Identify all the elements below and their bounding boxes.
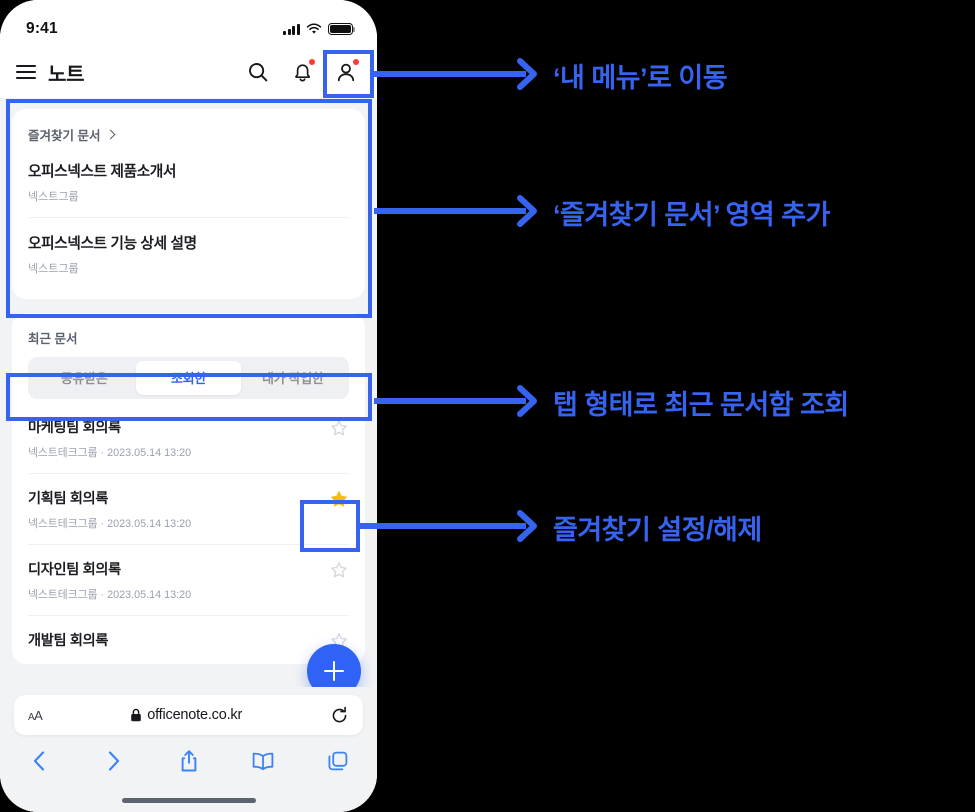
- phone-screen: 9:41 노트: [0, 0, 377, 812]
- annotation-label-4: 즐겨찾기 설정/해제: [553, 515, 762, 545]
- annotation-arrow-1: [374, 58, 537, 90]
- document-info: 마케팅팀 회의록 넥스트테크그룹 · 2023.05.14 13:20: [28, 417, 329, 460]
- notification-badge: [308, 59, 315, 66]
- notifications-button[interactable]: [289, 59, 315, 85]
- url-display[interactable]: officenote.co.kr: [42, 707, 330, 723]
- status-icons: [283, 22, 356, 36]
- document-title: 마케팅팀 회의록: [28, 420, 121, 436]
- annotation-arrow-3: [374, 385, 537, 417]
- favorite-item-title: 오피스넥스트 제품소개서: [28, 164, 177, 180]
- back-button[interactable]: [24, 747, 54, 775]
- annotation-label-3: 탭 형태로 최근 문서함 조회: [553, 390, 849, 420]
- profile-button[interactable]: [333, 59, 359, 85]
- lock-icon: [131, 708, 142, 722]
- list-item[interactable]: 마케팅팀 회의록 넥스트테크그룹 · 2023.05.14 13:20: [28, 403, 349, 473]
- favorites-section-label: 즐겨찾기 문서: [28, 129, 101, 143]
- annotation-label-2: ‘즐겨찾기 문서’ 영역 추가: [553, 200, 830, 230]
- chevron-right-icon: [106, 129, 116, 139]
- chevron-right-icon: [108, 751, 119, 771]
- document-info: 기획팀 회의록 넥스트테크그룹 · 2023.05.14 13:20: [28, 488, 329, 531]
- document-info: 개발팀 회의록: [28, 630, 329, 650]
- reload-icon[interactable]: [330, 706, 349, 725]
- annotation-label-1: ‘내 메뉴’로 이동: [553, 63, 728, 93]
- document-subtitle: 넥스트테크그룹 · 2023.05.14 13:20: [28, 589, 192, 601]
- tab-shared[interactable]: 공유받은: [60, 371, 108, 386]
- chevron-left-icon: [33, 751, 45, 771]
- recent-documents-card: 최근 문서 공유받은 조회한 내가 작업한 마케팅팀 회의록 넥스트테크그룹 ·…: [12, 313, 365, 664]
- tab-viewed[interactable]: 조회한: [136, 361, 241, 395]
- tabs-icon: [328, 751, 348, 771]
- book-icon: [252, 752, 274, 771]
- bell-icon: [294, 64, 310, 82]
- tabs-button[interactable]: [323, 747, 353, 775]
- cellular-bars-icon: [283, 23, 300, 35]
- url-bar[interactable]: AA officenote.co.kr: [14, 695, 363, 735]
- favorites-card: 즐겨찾기 문서 오피스넥스트 제품소개서 넥스트그룹 오피스넥스트 기능 상세 …: [12, 109, 365, 299]
- share-button[interactable]: [174, 747, 204, 775]
- battery-full-icon: [328, 22, 356, 36]
- list-item[interactable]: 기획팀 회의록 넥스트테크그룹 · 2023.05.14 13:20: [28, 473, 349, 544]
- document-subtitle: 넥스트테크그룹 · 2023.05.14 13:20: [28, 518, 192, 530]
- list-item[interactable]: 디자인팀 회의록 넥스트테크그룹 · 2023.05.14 13:20: [28, 544, 349, 615]
- hamburger-menu-icon[interactable]: [16, 65, 36, 79]
- bookmarks-button[interactable]: [248, 747, 278, 775]
- favorites-section-header[interactable]: 즐겨찾기 문서: [28, 109, 349, 150]
- search-button[interactable]: [245, 59, 271, 85]
- text-size-button[interactable]: AA: [28, 707, 43, 723]
- safari-browser-bar: AA officenote.co.kr: [0, 687, 377, 812]
- status-bar: 9:41: [0, 0, 377, 46]
- home-indicator: [121, 798, 256, 803]
- tab-my-work[interactable]: 내가 작업한: [262, 371, 324, 386]
- favorite-item[interactable]: 오피스넥스트 제품소개서 넥스트그룹: [28, 150, 349, 217]
- star-outline-icon[interactable]: [329, 418, 349, 438]
- favorite-item-subtitle: 넥스트그룹: [28, 263, 79, 275]
- app-header: 노트: [0, 46, 377, 98]
- star-filled-icon[interactable]: [329, 489, 349, 509]
- favorites-card-spacer: [28, 289, 349, 299]
- url-text: officenote.co.kr: [147, 707, 243, 723]
- phone-mockup: 9:41 노트: [0, 0, 377, 812]
- favorite-item-subtitle: 넥스트그룹: [28, 191, 79, 203]
- document-title: 디자인팀 회의록: [28, 562, 121, 578]
- recent-tabs: 공유받은 조회한 내가 작업한: [28, 357, 349, 399]
- document-info: 디자인팀 회의록 넥스트테크그룹 · 2023.05.14 13:20: [28, 559, 329, 602]
- document-title: 기획팀 회의록: [28, 491, 109, 507]
- document-list: 마케팅팀 회의록 넥스트테크그룹 · 2023.05.14 13:20 기획팀 …: [12, 403, 365, 664]
- page-title: 노트: [48, 63, 85, 86]
- header-actions: [245, 59, 359, 85]
- favorite-item[interactable]: 오피스넥스트 기능 상세 설명 넥스트그룹: [28, 217, 349, 289]
- forward-button[interactable]: [99, 747, 129, 775]
- star-outline-icon[interactable]: [329, 560, 349, 580]
- favorite-item-title: 오피스넥스트 기능 상세 설명: [28, 236, 197, 252]
- wifi-icon: [306, 23, 322, 34]
- list-item[interactable]: 개발팀 회의록: [28, 615, 349, 664]
- profile-badge: [352, 59, 359, 66]
- safari-toolbar: [0, 735, 377, 775]
- annotation-arrow-2: [374, 195, 537, 227]
- search-icon: [249, 63, 268, 82]
- document-subtitle: 넥스트테크그룹 · 2023.05.14 13:20: [28, 447, 192, 459]
- document-title: 개발팀 회의록: [28, 633, 109, 649]
- person-icon: [337, 63, 355, 82]
- status-time: 9:41: [26, 20, 58, 37]
- recent-section-label: 최근 문서: [28, 332, 78, 346]
- share-icon: [181, 750, 196, 772]
- annotation-arrow-4: [360, 510, 537, 542]
